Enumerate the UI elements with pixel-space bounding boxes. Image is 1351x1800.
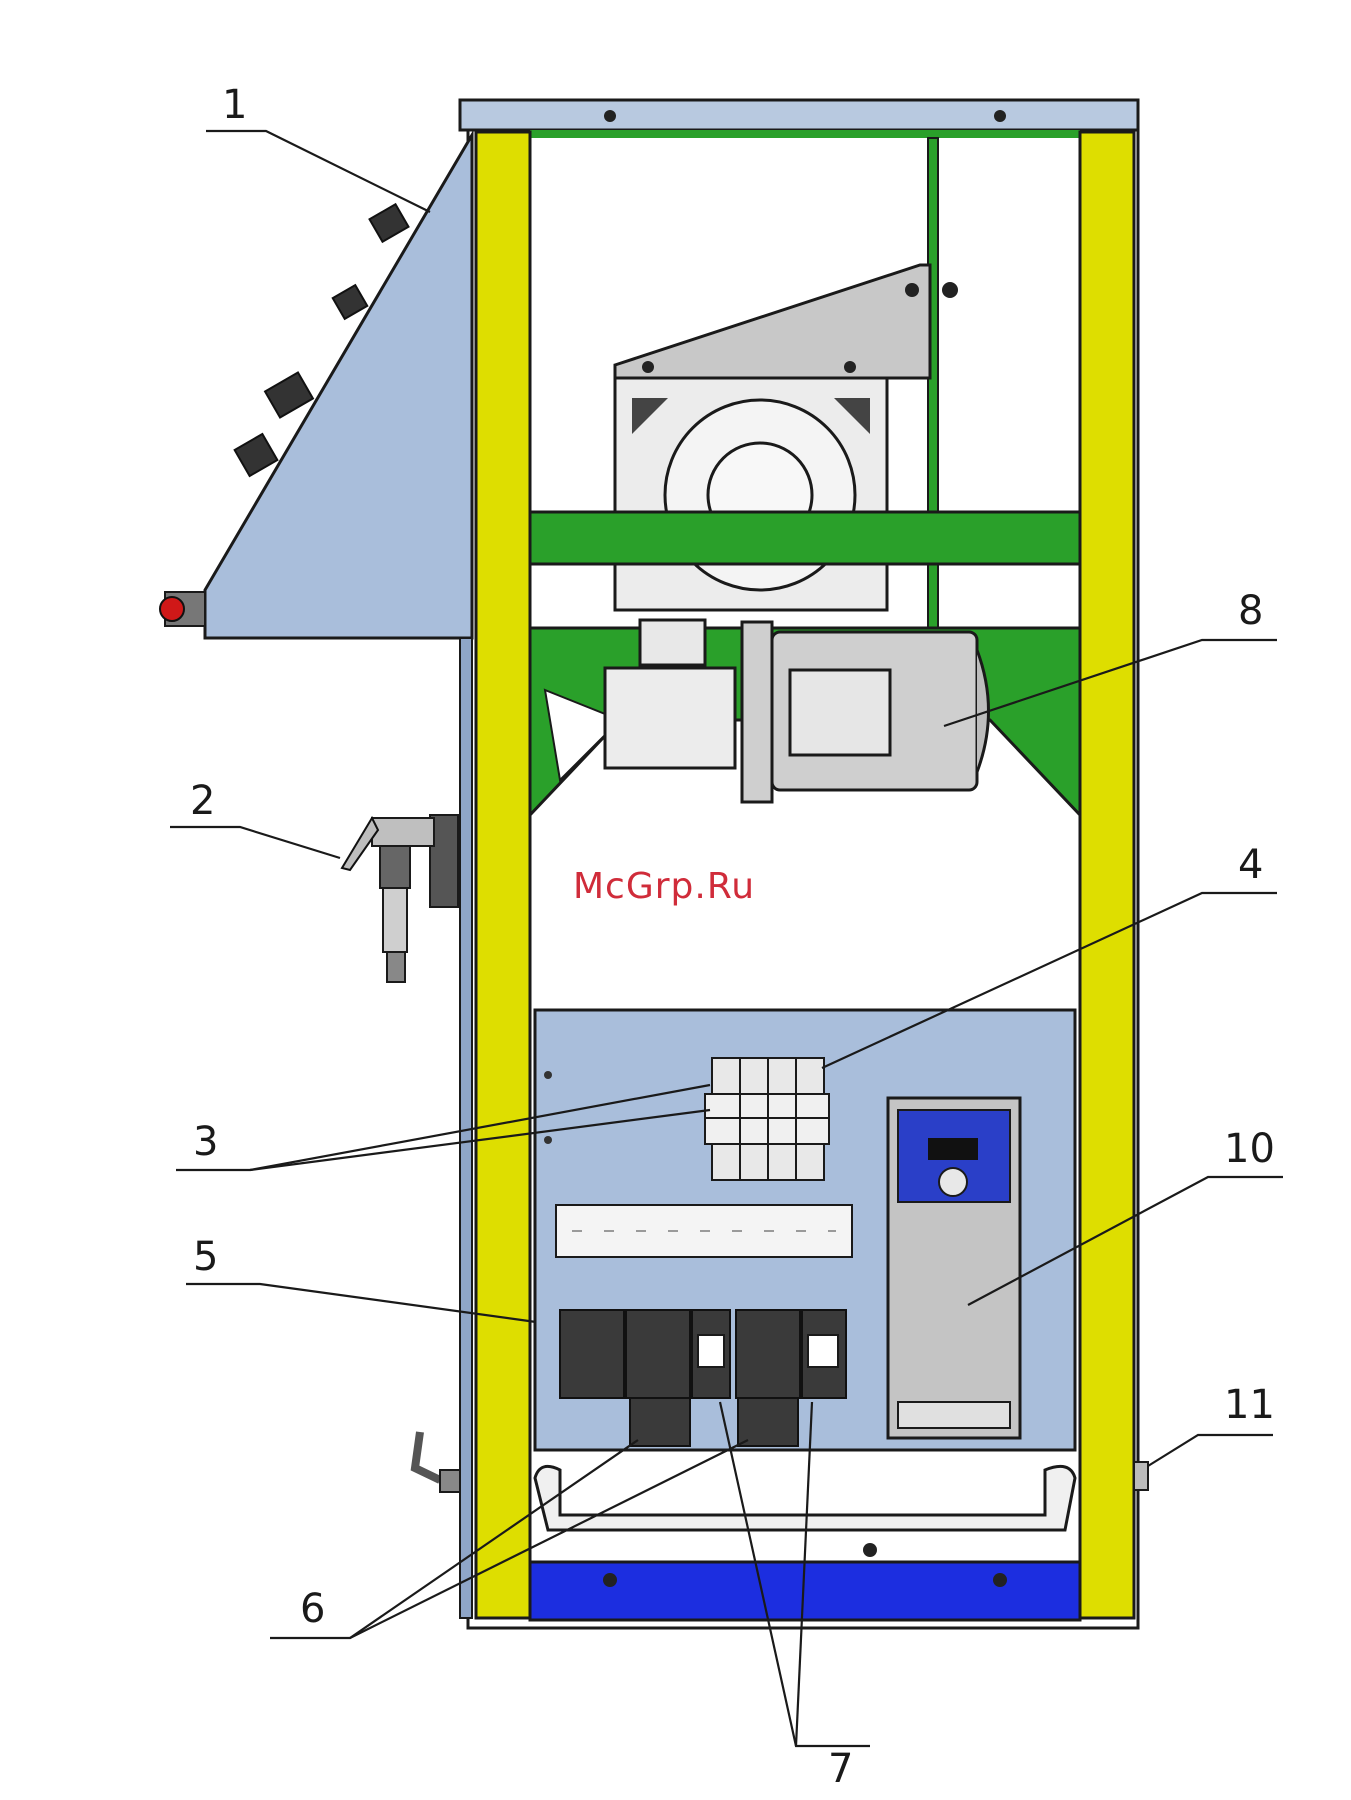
callout-4: 4 [1238, 842, 1263, 888]
callout-6: 6 [300, 1586, 325, 1632]
console-button [370, 204, 409, 242]
gear-coupling [640, 620, 705, 665]
aux-block [738, 1398, 798, 1446]
dispensing-valve [342, 815, 458, 982]
aux-block [630, 1398, 690, 1446]
yellow-upright-left [476, 132, 530, 1618]
motor-gear-head [605, 668, 735, 768]
emergency-stop [160, 592, 205, 626]
top-bolt [604, 110, 616, 122]
yellow-upright-right [1080, 132, 1134, 1618]
circuit-breakers [705, 1058, 829, 1180]
green-cross-beam [530, 512, 1080, 564]
side-fitting [1134, 1462, 1148, 1490]
top-bolt [994, 110, 1006, 122]
control-console [205, 135, 472, 638]
drive-knob [939, 1168, 967, 1196]
callout-1: 1 [222, 82, 247, 128]
drive-display [928, 1138, 978, 1160]
callout-8: 8 [1238, 588, 1263, 634]
side-hook [415, 1432, 440, 1480]
motor-terminal-box [790, 670, 890, 755]
contactor [560, 1310, 624, 1398]
console-button [235, 434, 278, 476]
left-side-edge [460, 638, 472, 1618]
callout-11: 11 [1224, 1382, 1275, 1428]
contactor [736, 1310, 800, 1398]
callout-7: 7 [828, 1746, 853, 1792]
callout-3: 3 [193, 1119, 218, 1165]
console-button [333, 285, 368, 319]
contactor [626, 1310, 690, 1398]
watermark-text: McGrp.Ru [573, 866, 755, 907]
green-top-rail [530, 130, 1080, 138]
callout-2: 2 [190, 778, 215, 824]
motor-flange [742, 622, 772, 802]
callout-10: 10 [1224, 1126, 1275, 1172]
callout-5: 5 [193, 1234, 218, 1280]
console-button [265, 373, 313, 418]
top-plate [460, 100, 1138, 130]
